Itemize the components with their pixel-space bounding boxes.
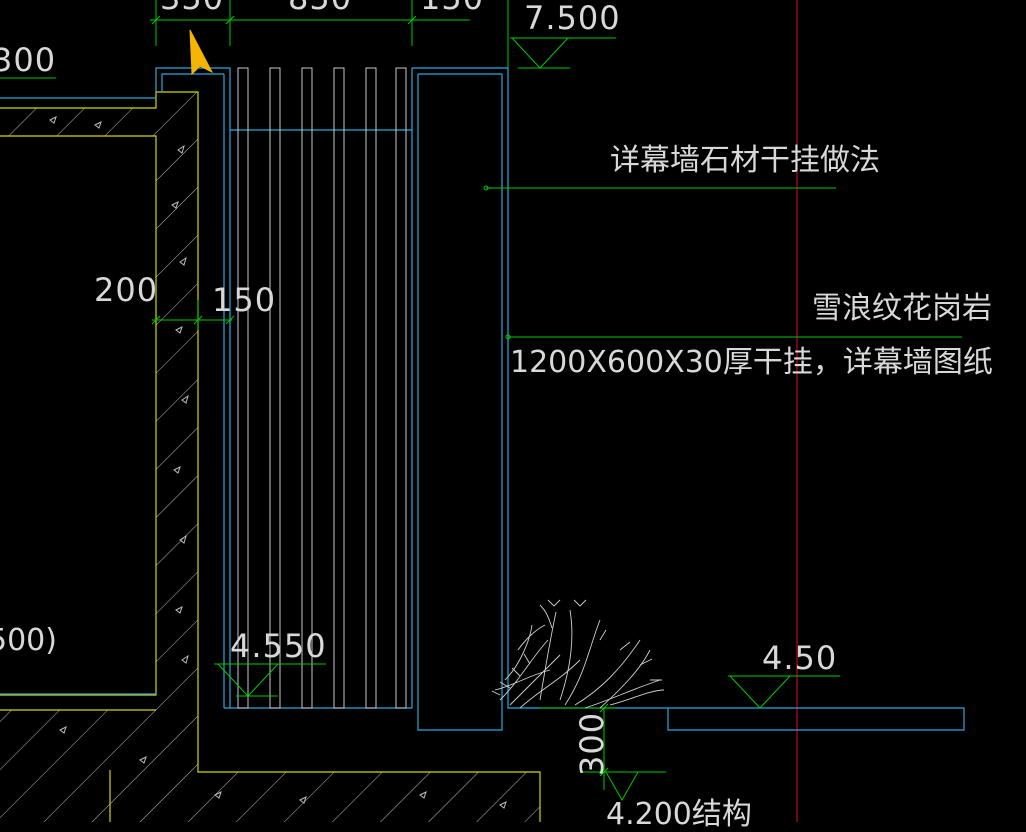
arrow-cursor-icon xyxy=(189,29,214,76)
dim-text-top-left-300: 300 xyxy=(0,41,57,79)
top-dimension-line xyxy=(150,0,509,68)
elevation-text-7500: 7.500 xyxy=(524,0,621,37)
shrub-symbol xyxy=(491,599,665,709)
dim-text-top-350: 350 xyxy=(160,0,224,14)
elevation-text-450: 4.50 xyxy=(762,639,838,677)
note-stone-spec: 1200X600X30厚干挂，详幕墙图纸 xyxy=(510,345,993,380)
elevation-text-4550: 4.550 xyxy=(230,627,327,665)
note-stone-name: 雪浪纹花岗岩 xyxy=(812,291,992,326)
dim-text-plinth-300: 300 xyxy=(573,711,611,776)
elevation-marker-7500 xyxy=(510,37,616,69)
dim-text-wall-200: 200 xyxy=(94,271,159,309)
dim-text-top-850: 850 xyxy=(288,0,352,14)
dim-text-top-150: 150 xyxy=(420,0,484,14)
note-curtain-wall-method: 详幕墙石材干挂做法 xyxy=(610,143,880,178)
note-leader-curtain-wall xyxy=(483,185,836,191)
note-left-partial: 500) xyxy=(0,623,57,658)
elevation-text-structure: 4.200结构 xyxy=(606,797,752,832)
left-slab-outline xyxy=(0,97,156,695)
note-leader-stone xyxy=(505,334,962,340)
wall-dimension-line xyxy=(151,300,235,330)
concrete-wall-left xyxy=(0,91,541,822)
elevation-marker-450 xyxy=(728,675,840,709)
stone-fins xyxy=(237,67,407,709)
elevation-marker-structure xyxy=(540,703,666,802)
dim-text-cavity-150: 150 xyxy=(212,281,277,319)
elevation-marker-4550 xyxy=(214,663,326,697)
